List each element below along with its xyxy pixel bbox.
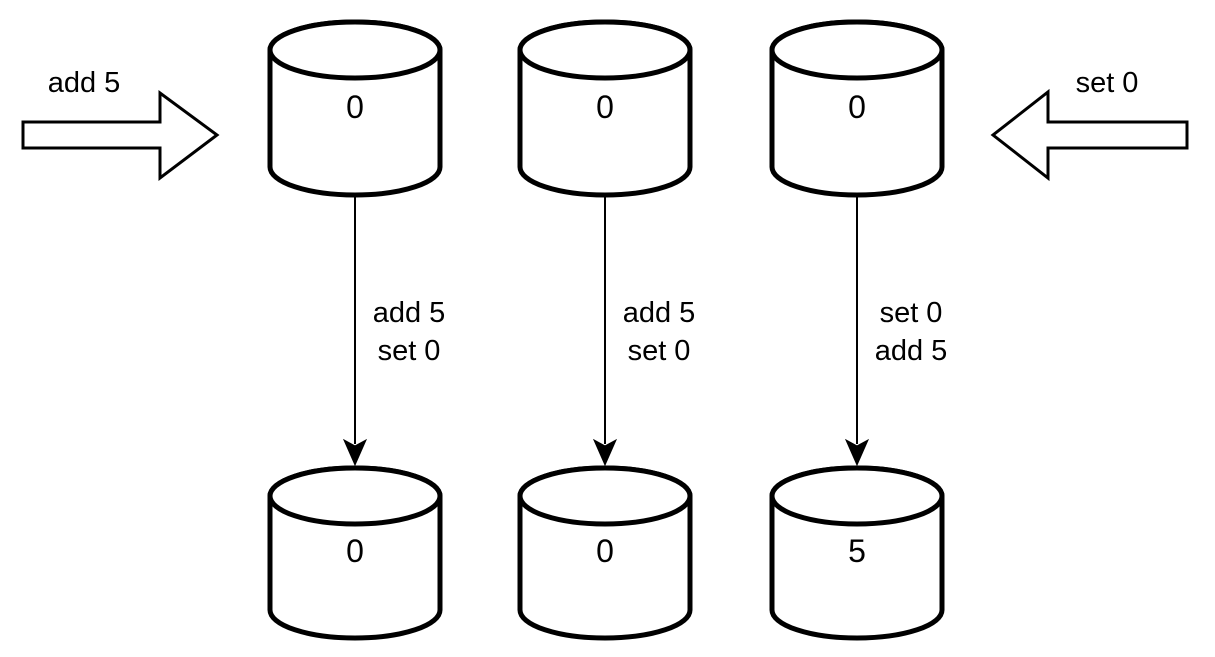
op-label-first: add 5 (623, 297, 696, 329)
cylinder-top (517, 19, 693, 81)
database-cylinder-final-3: 5 (769, 465, 945, 641)
left-block-arrow-icon (990, 88, 1189, 182)
incoming-op-right-label: set 0 (1076, 67, 1139, 99)
database-cylinder-initial-3: 0 (769, 19, 945, 198)
database-final-value: 5 (848, 533, 866, 569)
incoming-op-right: set 0 (990, 67, 1189, 182)
database-cylinder-final-1: 0 (267, 465, 443, 641)
database-cylinder-initial-2: 0 (517, 19, 693, 198)
database-final-value: 0 (596, 533, 614, 569)
incoming-op-left: add 5 (21, 67, 220, 182)
database-final-value: 0 (346, 533, 364, 569)
op-label-second: add 5 (875, 335, 948, 367)
op-label-second: set 0 (628, 335, 691, 367)
cylinder-top (769, 19, 945, 81)
ops-arrow-2: add 5 set 0 (592, 195, 696, 467)
replica-3: 0 set 0 add 5 5 (769, 19, 948, 641)
cylinder-top (769, 465, 945, 527)
op-label-first: add 5 (373, 297, 446, 329)
database-initial-value: 0 (346, 89, 364, 125)
ops-arrow-1: add 5 set 0 (342, 195, 446, 467)
database-initial-value: 0 (596, 89, 614, 125)
right-block-arrow-icon (21, 90, 220, 182)
database-initial-value: 0 (848, 89, 866, 125)
op-label-second: set 0 (378, 335, 441, 367)
cylinder-top (267, 19, 443, 81)
arrowhead-icon (844, 438, 870, 467)
replica-1: 0 add 5 set 0 0 (267, 19, 446, 641)
ops-arrow-3: set 0 add 5 (844, 195, 948, 467)
cylinder-top (517, 465, 693, 527)
database-cylinder-final-2: 0 (517, 465, 693, 641)
incoming-op-left-label: add 5 (48, 67, 121, 99)
replica-2: 0 add 5 set 0 0 (517, 19, 696, 641)
arrowhead-icon (342, 438, 368, 467)
arrowhead-icon (592, 438, 618, 467)
cylinder-top (267, 465, 443, 527)
op-label-first: set 0 (880, 297, 943, 329)
database-cylinder-initial-1: 0 (267, 19, 443, 198)
